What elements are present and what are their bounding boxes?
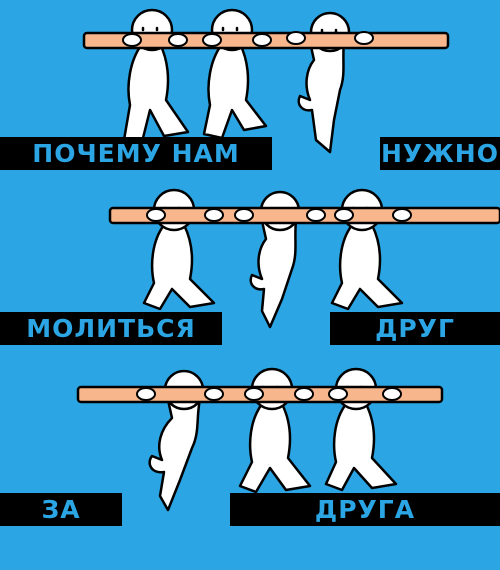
hands-icon: [146, 208, 412, 222]
caption-text: НУЖНО: [381, 139, 499, 168]
caption-right: НУЖНО: [380, 137, 500, 170]
hands-icon: [136, 387, 402, 401]
stick-figure-walking: [122, 8, 190, 144]
caption-left: МОЛИТЬСЯ: [0, 312, 222, 345]
caption-text: ЗА: [41, 495, 81, 524]
panel-2-illustration: [108, 188, 500, 329]
panel-3-illustration: [76, 367, 444, 512]
hands-icon: [122, 31, 374, 47]
comic-panel-1: ПОЧЕМУ НАМ НУЖНО: [0, 0, 500, 175]
comic-panel-2: МОЛИТЬСЯ ДРУГ: [0, 175, 500, 350]
panel-1-illustration: [82, 8, 450, 154]
caption-text: ПОЧЕМУ НАМ: [32, 139, 240, 168]
stick-figure-walking: [202, 8, 268, 140]
caption-text: ДРУГ: [375, 314, 455, 343]
wooden-plank: [108, 206, 500, 225]
caption-text: ДРУГА: [314, 495, 416, 524]
caption-left: ЗА: [0, 493, 122, 526]
caption-right: ДРУГ: [330, 312, 500, 345]
caption-text: МОЛИТЬСЯ: [26, 314, 196, 343]
caption-right: ДРУГА: [230, 493, 500, 526]
caption-left: ПОЧЕМУ НАМ: [0, 137, 272, 170]
comic-panel-3: ЗА ДРУГА: [0, 350, 500, 570]
